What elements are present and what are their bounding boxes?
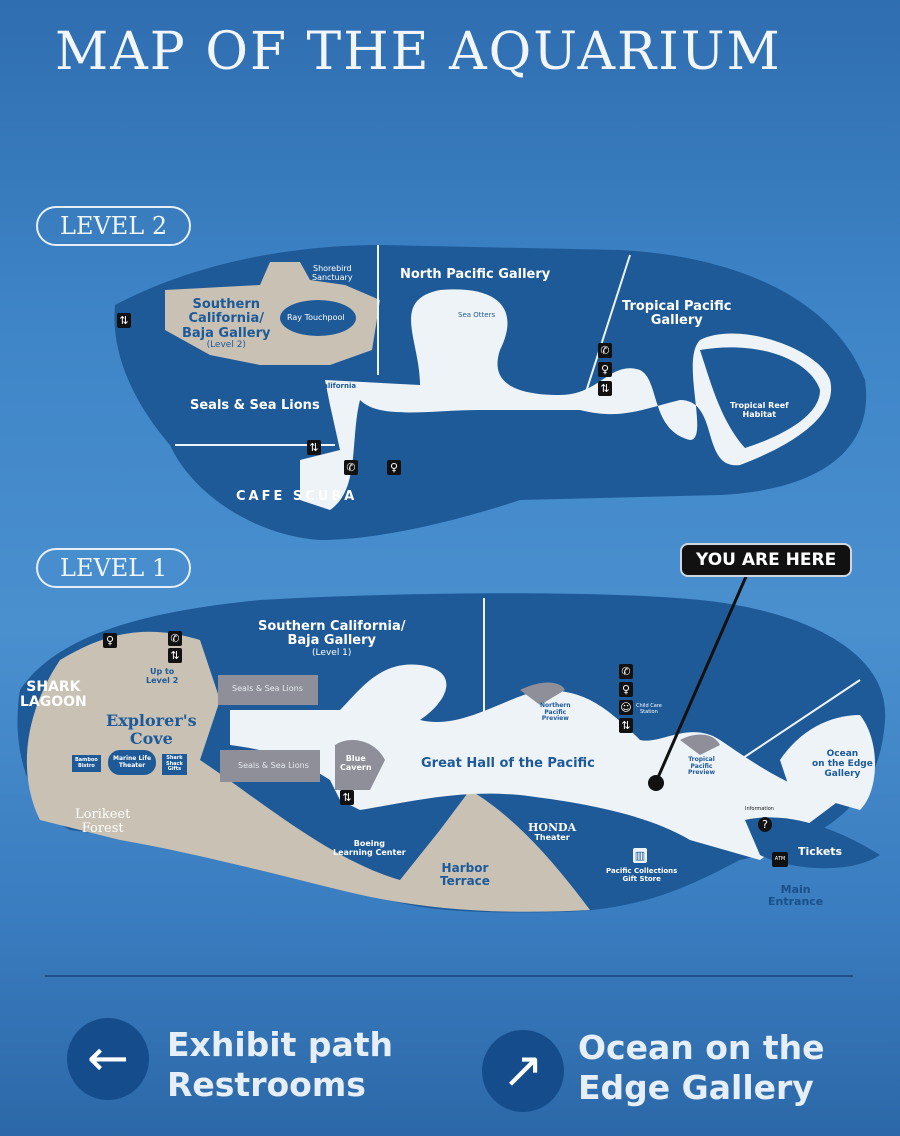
elevator-icon: ⇅ [168,648,182,663]
elevator-icon: ⇅ [117,313,131,328]
arrow-left-icon: ← [67,1018,149,1100]
phone-icon: ✆ [344,460,358,475]
sea-otters-label: Sea Otters [458,311,496,319]
level2-exhibit-path [300,289,832,510]
elevator-icon: ⇅ [340,790,354,805]
arrow-up-right-icon: ↗ [482,1030,564,1112]
great-hall-path [230,664,840,860]
divider [45,975,853,977]
elevator-icon: ⇅ [619,718,633,733]
restroom-icon: ♀ [387,460,401,475]
gift-icon: ▥ [633,848,647,863]
information-icon: ? [758,817,772,832]
l1-socal-label: Southern California/Baja Gallery(Level 1… [258,619,406,658]
child-care-icon: ☺ [619,700,633,715]
restroom-icon: ♀ [103,633,117,648]
you-are-here-badge: YOU ARE HERE [680,543,853,577]
seals-tank-2 [220,750,320,782]
l2-seals-label: Seals & Sea Lions [190,398,320,413]
you-are-here-pointer [654,571,750,783]
ocean-edge-area [780,715,875,810]
information-label: Information [745,806,774,812]
blue-cavern [335,740,385,790]
map-title: MAP OF THE AQUARIUM [55,22,782,82]
level1-tan-area [26,631,590,912]
phone-icon: ✆ [619,664,633,679]
level1-label: LEVEL 1 [36,548,192,588]
great-hall-label: Great Hall of the Pacific [421,756,595,771]
ray-touchpool [280,300,356,336]
you-are-here-dot [648,775,664,791]
level2-label: LEVEL 2 [36,206,192,246]
elevator-icon: ⇅ [598,381,612,396]
elevator-icon: ⇅ [307,440,321,455]
atm-icon: ATM [772,852,788,867]
phone-icon: ✆ [168,631,182,646]
seals-tank-1 [218,675,318,705]
cafe-scuba-label: CAFE SCUBA [236,489,358,504]
level2-socal-gallery [165,262,380,365]
phone-icon: ✆ [598,343,612,358]
ray-touchpool-label: Ray Touchpool [287,313,345,322]
restroom-icon: ♀ [598,362,612,377]
seals-tank-2-label: Seals & Sea Lions [238,761,309,770]
restroom-icon: ♀ [619,682,633,697]
north-pacific-label: North Pacific Gallery [400,267,551,282]
tickets-label: Tickets [798,845,843,858]
seals-tank-1-label: Seals & Sea Lions [232,684,303,693]
